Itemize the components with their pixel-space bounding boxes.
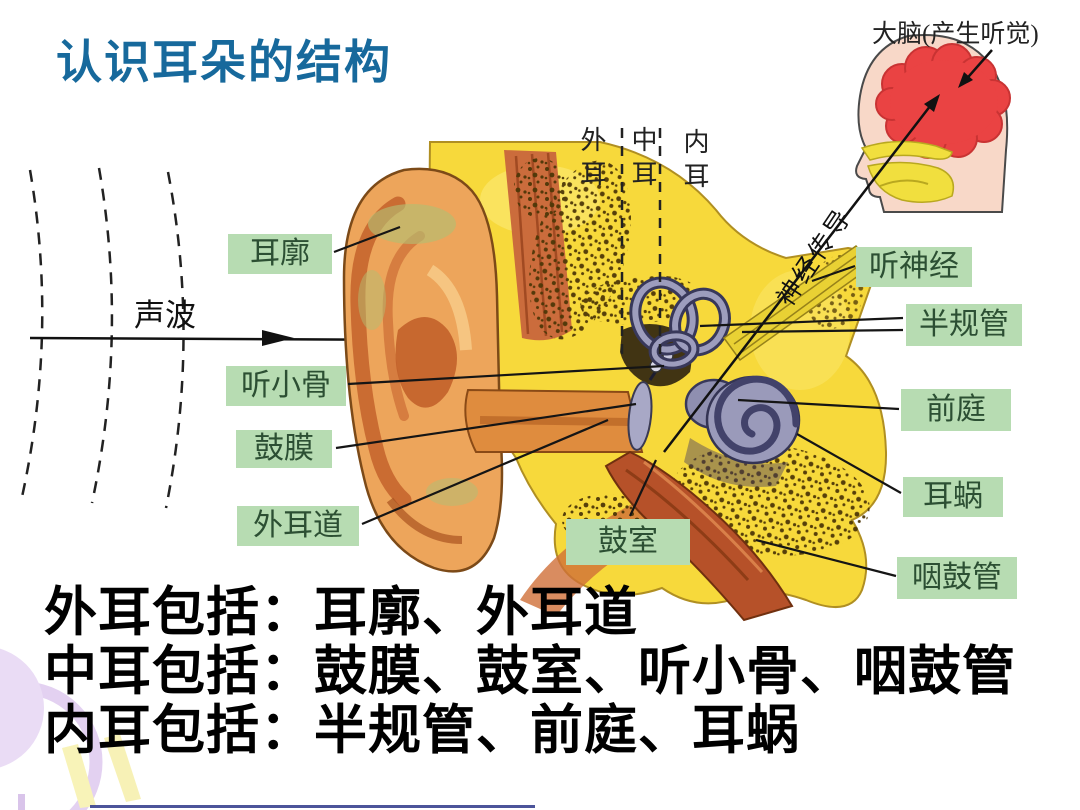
label-eustachian-tube: 咽鼓管 [897, 557, 1017, 599]
summary-block: 外耳包括：耳廓、外耳道 中耳包括：鼓膜、鼓室、听小骨、咽鼓管 内耳包括：半规管、… [44, 584, 1016, 761]
label-ossicles: 听小骨 [226, 366, 346, 406]
label-cochlea: 耳蜗 [903, 477, 1003, 517]
label-eardrum: 鼓膜 [236, 430, 332, 468]
label-vestibule: 前庭 [901, 389, 1011, 431]
summary-line-inner: 内耳包括：半规管、前庭、耳蜗 [44, 702, 800, 760]
sound-wave-arcs [20, 167, 185, 509]
label-ear-canal: 外耳道 [237, 506, 359, 546]
page-title: 认识耳朵的结构 [56, 37, 392, 88]
nerve-conduction-arrow [663, 94, 940, 453]
label-semicircular-canals: 半规管 [906, 304, 1022, 346]
summary-line-outer: 外耳包括：耳廓、外耳道 [44, 584, 638, 642]
label-auricle: 耳廓 [228, 234, 332, 274]
sound-wave-label: 声波 [134, 298, 196, 333]
region-label-inner-ear: 内耳 [680, 128, 709, 196]
pinna [342, 167, 504, 573]
bottom-border-line [90, 805, 535, 808]
watermark-fragment [18, 794, 25, 810]
balloon-watermark [0, 648, 141, 810]
label-tympanic-cavity: 鼓室 [566, 519, 690, 565]
region-label-middle-ear: 中耳 [628, 126, 657, 194]
region-divider-lines [620, 128, 662, 362]
label-leader-lines [333, 225, 904, 578]
head-profile [855, 34, 1011, 213]
summary-line-middle: 中耳包括：鼓膜、鼓室、听小骨、咽鼓管 [44, 643, 1016, 701]
label-auditory-nerve: 听神经 [856, 247, 972, 287]
brain-label: 大脑(产生听觉) [872, 21, 1039, 48]
brain-caption-arrow [958, 49, 993, 88]
eustachian-tube-shape [604, 450, 794, 622]
region-label-outer-ear: 外耳 [577, 126, 606, 194]
